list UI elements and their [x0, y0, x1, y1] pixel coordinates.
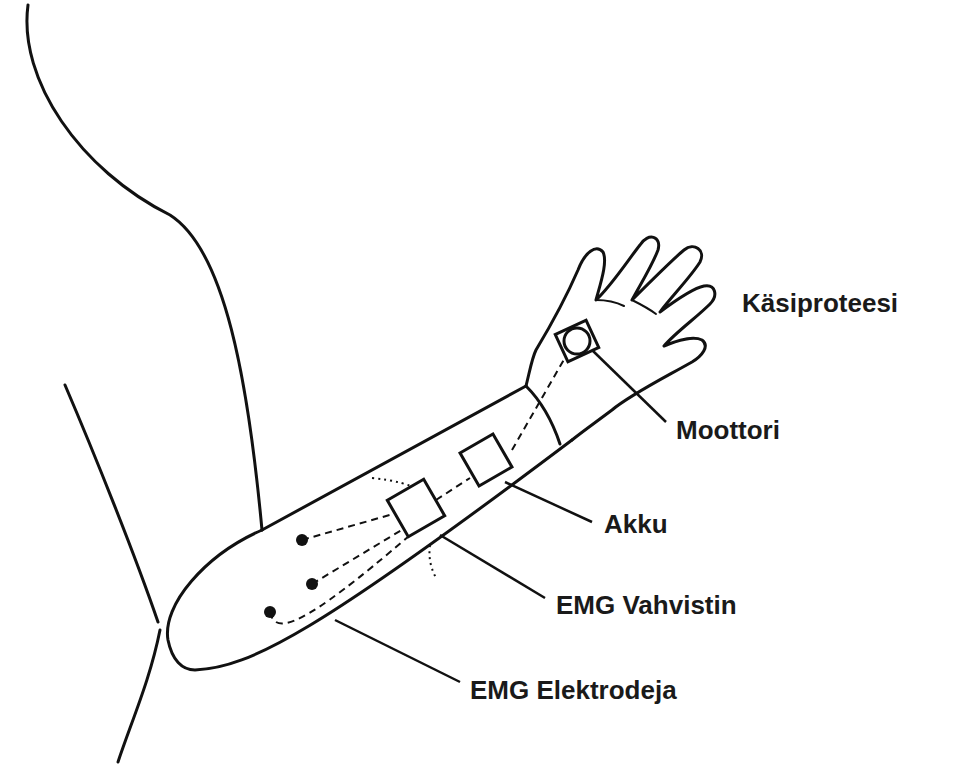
- motor-housing: [555, 320, 598, 362]
- part-label: Moottori: [676, 415, 780, 445]
- torso-outline: [65, 385, 158, 622]
- electrode-wire: [270, 535, 410, 623]
- forearm-outline: [167, 440, 572, 670]
- part-label: Käsiproteesi: [742, 288, 898, 318]
- motor: [564, 328, 590, 354]
- electrode-wire: [302, 512, 400, 540]
- leader-line: [440, 535, 545, 598]
- electrode-wire: [312, 528, 405, 584]
- part-label: EMG Vahvistin: [556, 590, 737, 620]
- finger-crease: [596, 300, 624, 306]
- motor-wire: [512, 356, 566, 450]
- emg-electrode: [296, 534, 308, 546]
- torso-outline: [118, 630, 160, 762]
- socket-outline: [429, 545, 436, 578]
- shoulder-outline: [27, 5, 262, 530]
- power-wire: [436, 478, 470, 500]
- leader-line: [335, 620, 460, 682]
- leader-line: [505, 482, 592, 522]
- emg-electrode: [264, 606, 276, 618]
- leader-line: [592, 350, 666, 422]
- emg-amplifier: [387, 479, 444, 536]
- hand-prosthesis: [526, 237, 715, 440]
- battery: [460, 434, 512, 486]
- part-label: EMG Elektrodeja: [470, 675, 677, 705]
- finger-crease: [632, 300, 656, 314]
- emg-electrode: [306, 578, 318, 590]
- part-label: Akku: [604, 509, 668, 539]
